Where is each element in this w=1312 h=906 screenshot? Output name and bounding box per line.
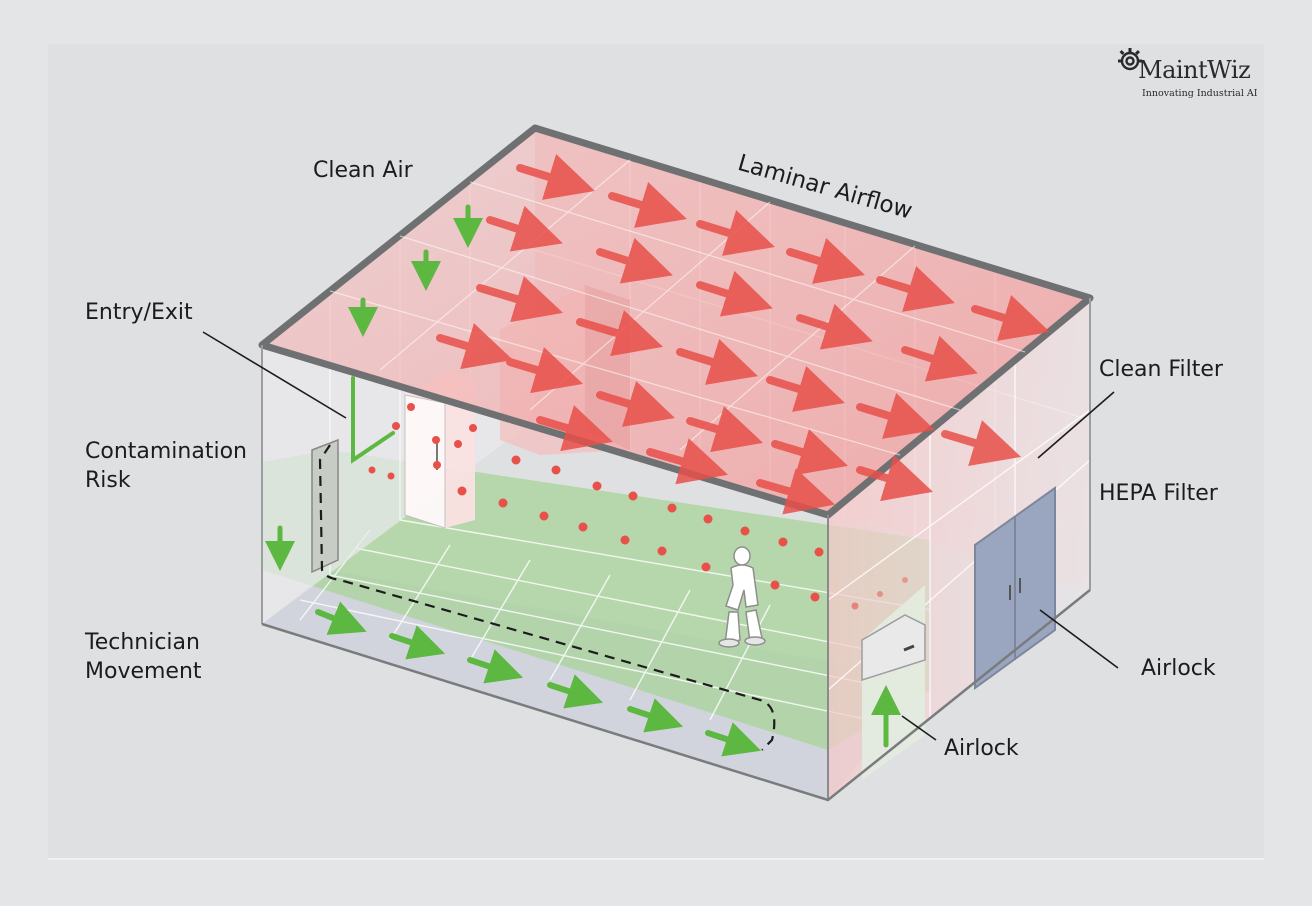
entry-door-left: [311, 438, 776, 751]
brand-tagline: Innovating Industrial AI: [1142, 88, 1258, 99]
gear-icon: [1118, 48, 1142, 71]
floor-edge: [261, 589, 1091, 802]
entry-exit-label: Entry/Exit: [85, 300, 193, 325]
clean-air-label: Clean Air: [313, 158, 413, 183]
leader-lines: [202, 331, 1119, 741]
clean-filter-label: Clean Filter: [1099, 357, 1223, 382]
panel-baseline: [48, 858, 1264, 860]
contamination-risk-label: Contamination Risk: [85, 439, 247, 493]
technician-movement-label: Technician Movement: [85, 630, 202, 684]
airlock-right-label: Airlock: [1141, 656, 1216, 681]
entry-exit-marker: [351, 376, 395, 464]
airlock-door-right: [974, 486, 1056, 690]
airlock-front-unit: [861, 585, 926, 780]
contamination-particles: [368, 403, 908, 610]
airflow-arrows: [436, 154, 1050, 515]
technician-figure: [718, 546, 766, 648]
technician-path: [318, 444, 776, 751]
floor-grid: [299, 519, 931, 721]
clean-air-arrows: [265, 204, 901, 748]
brand-name: MaintWiz: [1138, 56, 1251, 84]
airlock-front-label: Airlock: [944, 736, 1019, 761]
hepa-filter-label: HEPA Filter: [1099, 481, 1218, 506]
floor-flow-arrows: [315, 601, 762, 757]
